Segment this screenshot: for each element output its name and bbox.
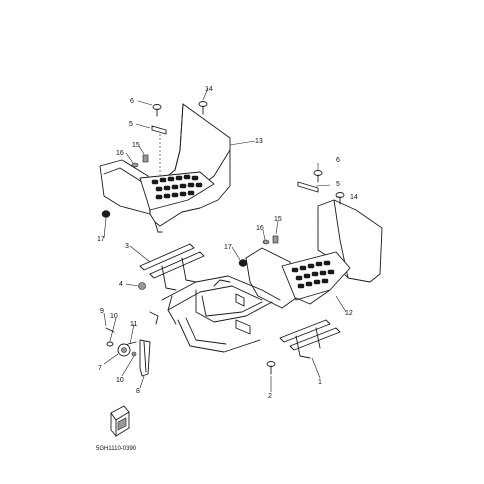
right-bolt-2: [266, 361, 276, 375]
right-washer-16: [262, 239, 270, 245]
right-nut-15: [272, 235, 279, 244]
left-footrest-fender: [99, 103, 231, 233]
callout-13: 13: [255, 138, 263, 145]
callout-4: 4: [119, 281, 123, 288]
left-bolt-4: [138, 282, 146, 290]
callout-9: 9: [100, 308, 104, 315]
callout-8: 8: [136, 388, 140, 395]
right-bracket-5: [297, 181, 319, 193]
left-footrest-bar: [139, 243, 205, 291]
right-floor-tread-pattern: [291, 260, 335, 289]
callout-17-right: 17: [224, 244, 232, 251]
left-nut-17: [101, 210, 111, 218]
left-bolt-14: [198, 101, 208, 115]
left-bolt-6: [152, 104, 162, 117]
left-washer-16: [131, 162, 139, 168]
callout-6-right: 6: [336, 157, 340, 164]
right-footrest-bar: [279, 319, 341, 359]
callout-15-left: 15: [132, 142, 140, 149]
right-nut-17: [238, 259, 248, 267]
callout-16-left: 16: [116, 150, 124, 157]
diagram-code-label: 5GH1110-0390: [96, 446, 137, 452]
callout-5-left: 5: [129, 121, 133, 128]
callout-6-left: 6: [130, 98, 134, 105]
callout-14-right: 14: [350, 194, 358, 201]
callout-11: 11: [130, 321, 137, 328]
callout-7: 7: [98, 365, 102, 372]
right-bolt-6: [313, 170, 323, 183]
callout-numbers: 6 5 14 13 15 16 17 3 4 6 5 14 15 16 17 1…: [97, 86, 358, 400]
left-nut-15: [142, 154, 149, 163]
brake-pedal-assembly: [105, 311, 159, 377]
callout-17-left: 17: [97, 236, 105, 243]
callout-12: 12: [345, 310, 353, 317]
right-bolt-14: [335, 192, 345, 205]
callout-16-right: 16: [256, 225, 264, 232]
callout-1: 1: [318, 379, 322, 386]
callout-3: 3: [125, 243, 129, 250]
frame-lower: [161, 275, 281, 353]
right-footrest-fender: [245, 199, 383, 309]
callout-10-upper: 10: [110, 313, 118, 320]
manual-book-icon: [110, 405, 130, 437]
callout-5-right: 5: [336, 181, 340, 188]
callout-2: 2: [268, 393, 272, 400]
left-bracket-5: [151, 125, 167, 175]
leader-lines: [103, 87, 347, 392]
left-floor-tread-pattern: [151, 174, 203, 200]
callout-15-right: 15: [274, 216, 282, 223]
callout-10-lower: 10: [116, 377, 124, 384]
callout-14-left: 14: [205, 86, 213, 93]
